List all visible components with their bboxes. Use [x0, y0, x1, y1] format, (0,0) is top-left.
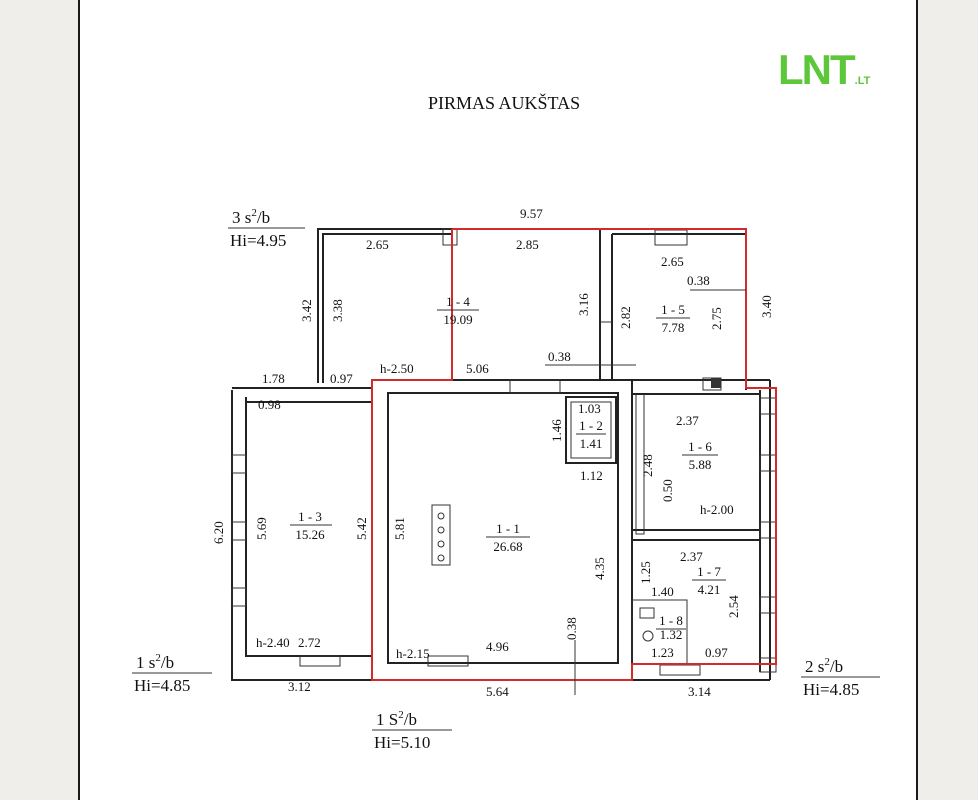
- dimension-lines: [545, 289, 746, 695]
- stamp-1S-building: 1 S2/b Hi=5.10: [372, 709, 452, 752]
- svg-text:1 - 1: 1 - 1: [496, 521, 520, 536]
- svg-text:2.75: 2.75: [709, 307, 724, 330]
- room-1-1: 1 - 1 26.68: [486, 521, 530, 554]
- svg-text:0.38: 0.38: [687, 273, 710, 288]
- svg-text:6.20: 6.20: [211, 521, 226, 544]
- svg-text:1 - 2: 1 - 2: [579, 418, 603, 433]
- svg-text:9.57: 9.57: [520, 206, 543, 221]
- plan-sheet: [78, 0, 918, 800]
- svg-text:4.96: 4.96: [486, 639, 509, 654]
- room-1-5: 1 - 5 7.78: [656, 302, 690, 335]
- svg-text:h-2.15: h-2.15: [396, 646, 430, 661]
- svg-text:h-2.40: h-2.40: [256, 635, 290, 650]
- svg-text:2.65: 2.65: [661, 254, 684, 269]
- svg-text:15.26: 15.26: [295, 527, 325, 542]
- svg-text:0.38: 0.38: [564, 617, 579, 640]
- svg-text:1.41: 1.41: [580, 436, 603, 451]
- svg-text:Hi=4.85: Hi=4.85: [803, 680, 859, 699]
- svg-text:1.23: 1.23: [651, 645, 674, 660]
- svg-text:4.35: 4.35: [592, 557, 607, 580]
- svg-text:0.98: 0.98: [258, 397, 281, 412]
- svg-text:3.42: 3.42: [299, 299, 314, 322]
- svg-text:2.48: 2.48: [640, 454, 655, 477]
- svg-text:h-2.00: h-2.00: [700, 502, 734, 517]
- svg-text:h-2.50: h-2.50: [380, 361, 414, 376]
- stamp-2s: 2 s2/b Hi=4.85: [801, 656, 880, 699]
- svg-text:2 s2/b: 2 s2/b: [805, 656, 843, 676]
- svg-text:5.81: 5.81: [392, 517, 407, 540]
- svg-text:Hi=4.95: Hi=4.95: [230, 231, 286, 250]
- svg-text:1 s2/b: 1 s2/b: [136, 652, 174, 672]
- stamp-3s: 3 s2/b Hi=4.95: [228, 207, 305, 250]
- svg-text:5.69: 5.69: [254, 517, 269, 540]
- svg-text:1.12: 1.12: [580, 468, 603, 483]
- svg-text:1 - 3: 1 - 3: [298, 509, 322, 524]
- room-1-6: 1 - 6 5.88: [682, 439, 718, 472]
- svg-text:26.68: 26.68: [493, 539, 522, 554]
- svg-text:5.06: 5.06: [466, 361, 489, 376]
- svg-text:2.85: 2.85: [516, 237, 539, 252]
- svg-text:Hi=4.85: Hi=4.85: [134, 676, 190, 695]
- svg-text:3.16: 3.16: [576, 293, 591, 316]
- svg-text:0.50: 0.50: [660, 479, 675, 502]
- svg-text:2.82: 2.82: [618, 306, 633, 329]
- svg-text:5.88: 5.88: [689, 457, 712, 472]
- svg-text:3.40: 3.40: [759, 295, 774, 318]
- svg-text:0.97: 0.97: [330, 371, 353, 386]
- svg-text:0.38: 0.38: [548, 349, 571, 364]
- svg-text:Hi=5.10: Hi=5.10: [374, 733, 430, 752]
- svg-text:7.78: 7.78: [662, 320, 685, 335]
- highlighted-premises-outline: [371, 228, 777, 681]
- svg-text:1.25: 1.25: [638, 561, 653, 584]
- svg-text:1 - 6: 1 - 6: [688, 439, 712, 454]
- svg-text:2.37: 2.37: [676, 413, 699, 428]
- svg-text:19.09: 19.09: [443, 312, 472, 327]
- svg-text:2.72: 2.72: [298, 635, 321, 650]
- svg-text:3.38: 3.38: [330, 299, 345, 322]
- room-1-8: 1 - 8 1.32: [656, 613, 686, 642]
- svg-text:1 - 7: 1 - 7: [697, 564, 721, 579]
- room-1-2: 1 - 2 1.41: [576, 418, 606, 451]
- svg-text:1 S2/b: 1 S2/b: [376, 709, 417, 729]
- svg-text:1 - 5: 1 - 5: [661, 302, 685, 317]
- room-1-7: 1 - 7 4.21: [692, 564, 726, 597]
- svg-text:3.12: 3.12: [288, 679, 311, 694]
- svg-text:1.46: 1.46: [549, 419, 564, 442]
- svg-text:2.65: 2.65: [366, 237, 389, 252]
- svg-text:2.37: 2.37: [680, 549, 703, 564]
- room-1-4: 1 - 4 19.09: [437, 294, 479, 327]
- svg-text:3.14: 3.14: [688, 684, 711, 699]
- svg-text:1.03: 1.03: [578, 401, 601, 416]
- svg-text:5.42: 5.42: [354, 517, 369, 540]
- svg-text:2.54: 2.54: [726, 595, 741, 618]
- svg-text:0.97: 0.97: [705, 645, 728, 660]
- fixtures: [431, 378, 721, 642]
- stamp-1s: 1 s2/b Hi=4.85: [132, 652, 212, 695]
- dimension-labels: 9.57 2.65 2.85 2.65 0.38 0.38 h-2.50 5.0…: [211, 206, 774, 699]
- svg-text:1 - 8: 1 - 8: [659, 613, 683, 628]
- svg-text:4.21: 4.21: [698, 582, 721, 597]
- room-1-3: 1 - 3 15.26: [290, 509, 332, 542]
- svg-text:1 - 4: 1 - 4: [446, 294, 470, 309]
- svg-text:1.78: 1.78: [262, 371, 285, 386]
- svg-text:5.64: 5.64: [486, 684, 509, 699]
- svg-text:3 s2/b: 3 s2/b: [232, 207, 270, 227]
- svg-text:1.40: 1.40: [651, 584, 674, 599]
- plan-title: PIRMAS AUKŠTAS: [428, 92, 580, 113]
- lnt-logo: LNT.LT: [778, 46, 871, 93]
- svg-text:1.32: 1.32: [660, 627, 683, 642]
